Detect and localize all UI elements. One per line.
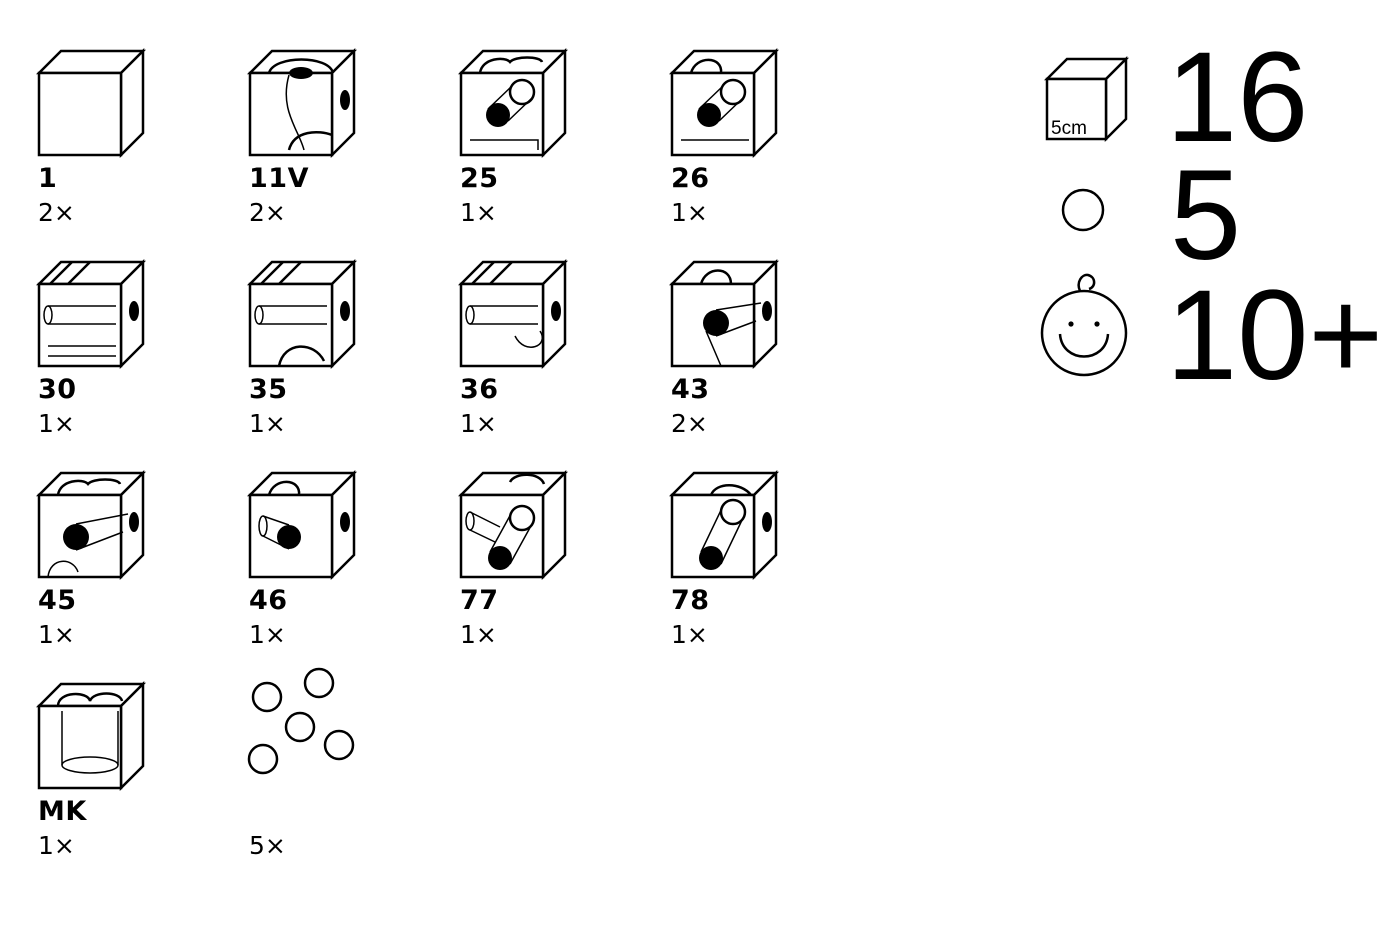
marbles-icon bbox=[247, 667, 355, 775]
part-number: 11V bbox=[249, 163, 309, 194]
part-number: 77 bbox=[460, 585, 499, 616]
part-quantity: 1× bbox=[460, 198, 497, 227]
part-number: 26 bbox=[671, 163, 710, 194]
tunnel-curve-cube-icon bbox=[246, 258, 358, 370]
cube-size-icon: 5cm bbox=[1043, 55, 1130, 143]
plain-cube-icon bbox=[35, 47, 147, 159]
cylinder-hole-cube-icon bbox=[35, 680, 147, 792]
cube-size-label: 5cm bbox=[1051, 118, 1087, 139]
ball-tunnel-cube-icon bbox=[668, 258, 780, 370]
marble-icon bbox=[284, 711, 316, 743]
part-number: 43 bbox=[671, 374, 710, 405]
marble-icon bbox=[303, 667, 335, 699]
ball-small-tunnel-cube-icon bbox=[246, 469, 358, 581]
tunnel-double-cube-icon bbox=[35, 258, 147, 370]
diagonal-drop-right-cube-icon bbox=[668, 469, 780, 581]
part-item: MK 1× bbox=[35, 680, 238, 883]
part-quantity: 1× bbox=[671, 198, 708, 227]
part-quantity: 1× bbox=[249, 620, 286, 649]
part-quantity: 5× bbox=[249, 831, 286, 860]
ball-drop-groove-cube-icon bbox=[457, 47, 569, 159]
part-quantity: 1× bbox=[249, 409, 286, 438]
part-quantity: 1× bbox=[38, 831, 75, 860]
part-number: 45 bbox=[38, 585, 77, 616]
part-quantity: 2× bbox=[249, 198, 286, 227]
marble-icon bbox=[1061, 188, 1105, 232]
part-number: 1 bbox=[38, 163, 58, 194]
cube-count: 16 bbox=[1166, 26, 1309, 169]
diagonal-drop-cube-icon bbox=[457, 469, 569, 581]
marble-icon bbox=[323, 729, 355, 761]
part-quantity: 1× bbox=[38, 620, 75, 649]
part-number: 46 bbox=[249, 585, 288, 616]
child-face-icon bbox=[1040, 273, 1128, 377]
crossing-cube-icon bbox=[246, 47, 358, 159]
part-quantity: 1× bbox=[460, 620, 497, 649]
part-number: MK bbox=[38, 796, 87, 827]
marble-icon bbox=[251, 681, 283, 713]
part-number: 78 bbox=[671, 585, 710, 616]
part-item: 5× bbox=[247, 667, 449, 883]
part-number: 35 bbox=[249, 374, 288, 405]
age-recommendation: 10+ bbox=[1166, 264, 1384, 407]
part-quantity: 1× bbox=[460, 409, 497, 438]
part-quantity: 1× bbox=[671, 620, 708, 649]
part-quantity: 2× bbox=[671, 409, 708, 438]
part-quantity: 2× bbox=[38, 198, 75, 227]
part-number: 30 bbox=[38, 374, 77, 405]
ball-curve-tunnel-cube-icon bbox=[35, 469, 147, 581]
tunnel-exit-cube-icon bbox=[457, 258, 569, 370]
marble-icon bbox=[247, 743, 279, 775]
part-number: 36 bbox=[460, 374, 499, 405]
ball-drop-curve-cube-icon bbox=[668, 47, 780, 159]
part-number: 25 bbox=[460, 163, 499, 194]
part-quantity: 1× bbox=[38, 409, 75, 438]
marble-count: 5 bbox=[1170, 144, 1242, 287]
